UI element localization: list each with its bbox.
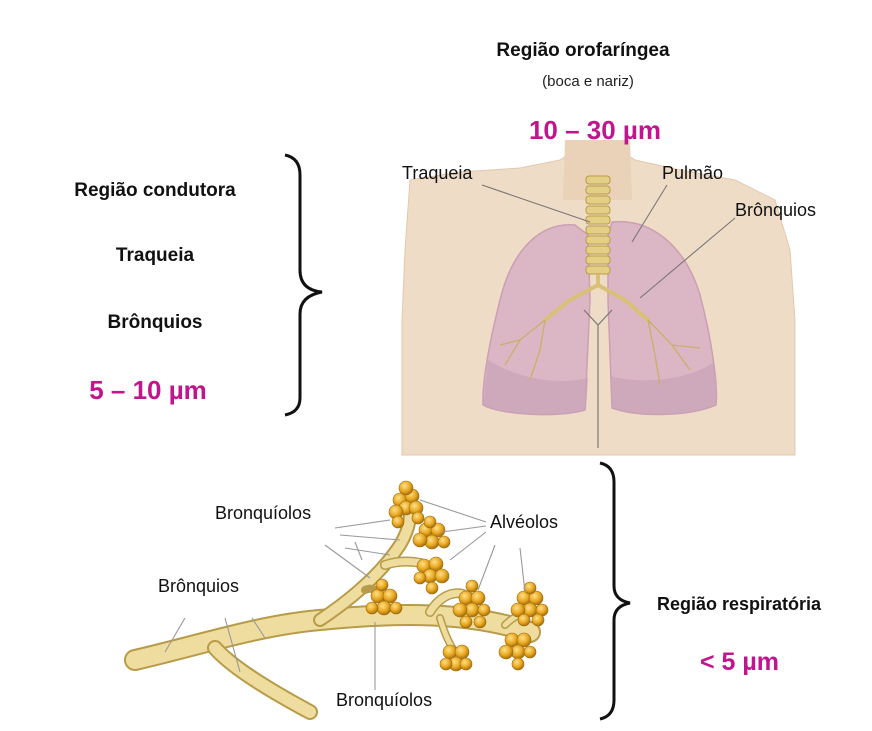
label-bronchioles-bottom: Bronquíolos [336, 690, 432, 711]
label-trachea: Traqueia [402, 163, 472, 184]
label-bronchi-torso: Brônquios [735, 200, 816, 221]
respiratory-size: < 5 µm [700, 648, 779, 677]
label-bronchi-detail: Brônquios [158, 576, 239, 597]
header-subtitle: (boca e nariz) [542, 73, 634, 90]
respiratory-brace [600, 463, 630, 719]
conducting-item-trachea: Traqueia [116, 245, 194, 267]
respiratory-title: Região respiratória [657, 594, 821, 615]
conducting-item-bronchi: Brônquios [108, 312, 203, 334]
conducting-title: Região condutora [74, 180, 236, 202]
conducting-brace [285, 155, 322, 415]
orofaringea-size: 10 – 30 µm [529, 115, 661, 146]
label-bronchioles-top: Bronquíolos [215, 503, 311, 524]
label-alveoli: Alvéolos [490, 512, 558, 533]
header-title: Região orofaríngea [496, 40, 669, 62]
label-lung: Pulmão [662, 163, 723, 184]
conducting-size: 5 – 10 µm [89, 375, 207, 406]
